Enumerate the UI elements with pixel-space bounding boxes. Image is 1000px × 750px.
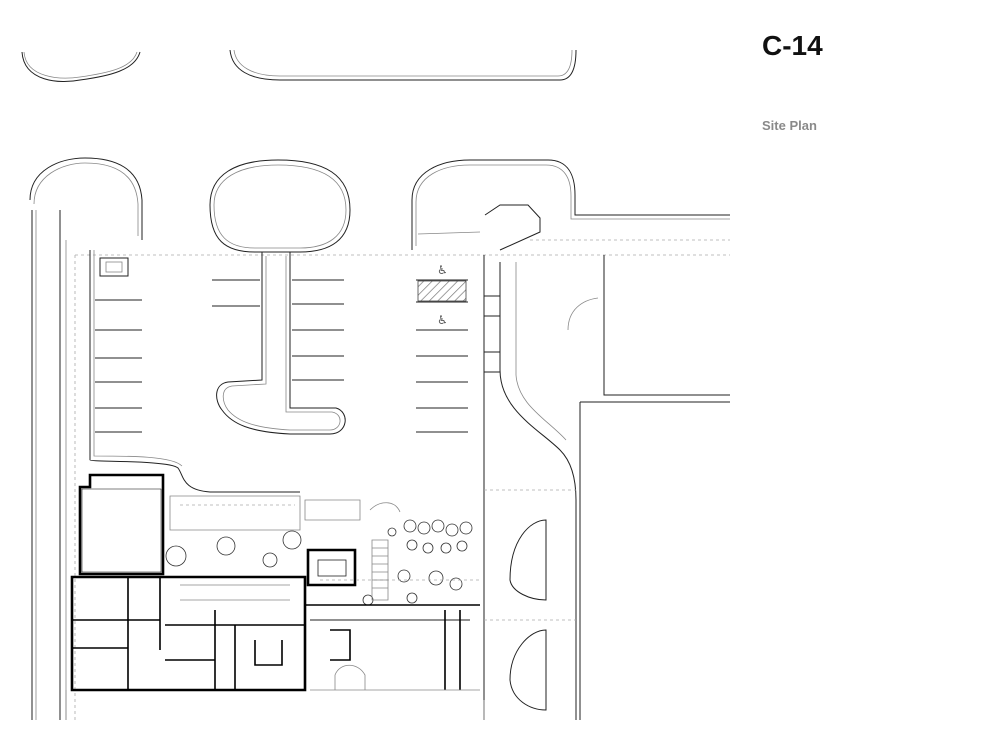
- parking-islands: [29, 157, 730, 253]
- drive-aisle: [483, 255, 577, 720]
- parking-stalls-left: [95, 257, 142, 433]
- accessible-parking-icon: ♿: [437, 313, 448, 327]
- sheet-number: C-14: [762, 30, 823, 61]
- top-curbs: [21, 49, 577, 83]
- accessible-parking-icon: ♿: [437, 263, 448, 277]
- building-footprint: [70, 473, 480, 692]
- site-plan-drawing: ♿ ♿: [21, 49, 730, 720]
- left-roadway: [31, 210, 300, 720]
- bottom-edge: [65, 690, 485, 720]
- property-line: [74, 254, 730, 720]
- sheet-title: Site Plan: [762, 118, 817, 133]
- trees: [165, 519, 473, 606]
- accessible-parking-area: ♿ ♿: [416, 263, 468, 433]
- landscape-strip: [169, 495, 401, 531]
- adjacent-buildings: [509, 255, 730, 720]
- center-island: [212, 252, 346, 435]
- stair: [371, 539, 389, 601]
